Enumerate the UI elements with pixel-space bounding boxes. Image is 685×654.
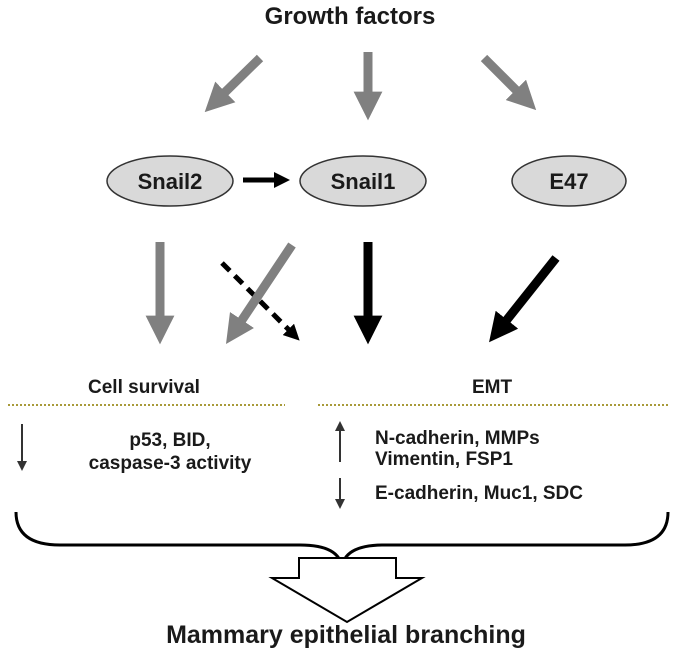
snail1-label: Snail1	[331, 169, 396, 194]
e47-label: E47	[549, 169, 588, 194]
hollow-down-arrow	[268, 557, 426, 624]
arrow-snail1-to-survival	[226, 242, 296, 344]
cell-survival-title: Cell survival	[88, 377, 200, 398]
emt-title: EMT	[472, 377, 513, 398]
emt-up-item-1: N-cadherin, MMPs	[375, 428, 540, 449]
survival-item-2: caspase-3 activity	[89, 453, 252, 474]
snail1-node: Snail1	[299, 155, 427, 207]
arrow-e47-to-emt	[489, 255, 560, 343]
e47-node: E47	[511, 155, 627, 207]
mammary-branching-label: Mammary epithelial branching	[166, 621, 526, 649]
snail2-node: Snail2	[106, 155, 234, 207]
growth-factors-label: Growth factors	[265, 3, 436, 30]
arrow-gf-to-snail2	[204, 54, 264, 113]
arrow-gf-to-e47	[480, 54, 537, 111]
emt-down-item-1: E-cadherin, Muc1, SDC	[375, 483, 583, 504]
snail2-label: Snail2	[138, 169, 203, 194]
survival-item-1: p53, BID,	[129, 430, 210, 451]
emt-up-item-2: Vimentin, FSP1	[375, 449, 513, 470]
